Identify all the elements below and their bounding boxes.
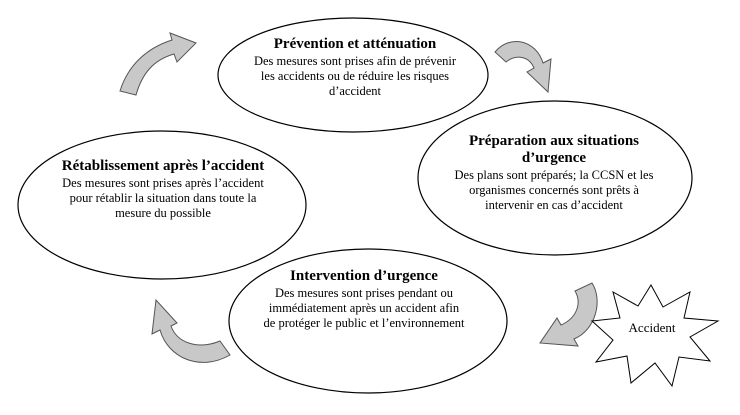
phase-prevention-title: Prévention et atténuation [273,36,437,52]
arrow-preparation-to-intervention [539,282,598,347]
accident-burst [590,284,720,388]
phase-preparation-description: Des plans sont préparés; la CCSN et les … [454,168,654,212]
phase-prevention: Prévention et atténuation Des mesures so… [250,36,460,99]
phase-intervention-description: Des mesures sont prises pendant ou imméd… [263,286,465,330]
ellipse-retablissement [17,130,307,280]
phase-preparation: Préparation aux situations d’urgence Des… [454,133,654,213]
ellipse-preparation [417,100,693,256]
accident-label: Accident [628,320,676,335]
ellipse-intervention [228,248,508,394]
phase-retablissement-description: Des mesures sont prises après l’accident… [62,176,264,220]
phase-retablissement: Rétablissement après l’accident Des mesu… [60,158,266,221]
arrow-retablissement-to-prevention [119,32,197,96]
phase-intervention-title: Intervention d’urgence [290,268,438,284]
ellipse-prevention [217,17,489,133]
arrow-prevention-to-preparation [494,41,552,94]
phase-intervention: Intervention d’urgence Des mesures sont … [262,268,466,331]
phase-prevention-description: Des mesures sont prises afin de prévenir… [253,54,457,98]
phase-preparation-title: Préparation aux situations d’urgence [468,133,639,166]
arrow-intervention-to-retablissement [151,298,231,363]
phase-retablissement-title: Rétablissement après l’accident [61,158,265,174]
